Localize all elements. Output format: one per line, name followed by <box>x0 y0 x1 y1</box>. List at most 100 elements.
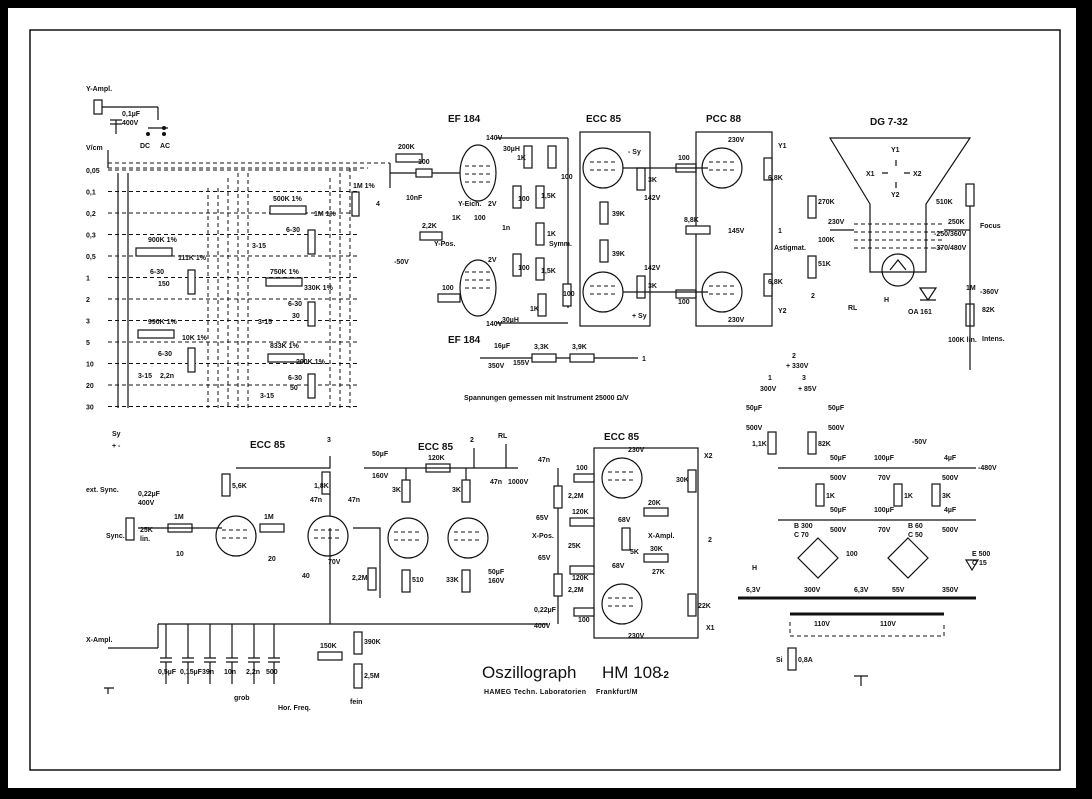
sync-plus-minus: + - <box>112 443 121 450</box>
sync-c47n-a: 47n <box>310 497 322 504</box>
attenuator-step-2[interactable]: 0,2 <box>86 211 96 218</box>
xa-n2: 2 <box>708 537 712 544</box>
sync-pot[interactable] <box>125 517 135 541</box>
sync-c10: 10 <box>176 551 184 558</box>
sync-r5-6k: 5,6K <box>232 483 247 490</box>
tube-ecc85-tb-b <box>447 517 489 559</box>
ya-v140a: 140V <box>486 135 503 142</box>
ya-r3-9k: 3,9K <box>572 344 587 351</box>
ps-b60: B 60 <box>908 523 923 530</box>
ps-fuse-val: 0,8A <box>798 657 813 664</box>
x-ampl-pot[interactable] <box>621 527 631 551</box>
crt-rl: RL <box>848 305 858 312</box>
horiz-cap-2: 39n <box>202 669 214 676</box>
ya-r100f: 100 <box>563 291 575 298</box>
tb-c50uf-b: 50µF <box>488 569 505 576</box>
xa-x-ampl[interactable]: X-Ampl. <box>648 533 675 540</box>
ya-v350: 350V <box>488 363 505 370</box>
ps-c50uf-a: 50µF <box>746 405 763 412</box>
att-c315d: 3-15 <box>260 393 274 400</box>
ya-minus50: -50V <box>394 259 409 266</box>
ya-r100b: 100 <box>561 174 573 181</box>
input-cap-v: 400V <box>122 120 139 127</box>
ps-r3k: 3K <box>942 493 951 500</box>
tb-n2: 2 <box>470 437 474 444</box>
attenuator-step-5[interactable]: 1 <box>86 276 90 283</box>
crt-x1: X1 <box>866 171 875 178</box>
ps-c70: C 70 <box>794 532 809 539</box>
attenuator-step-9[interactable]: 10 <box>86 362 94 369</box>
ps-c500v-b: 500V <box>828 425 845 432</box>
ya-r100a: 100 <box>418 159 430 166</box>
attenuator-step-11[interactable]: 30 <box>86 405 94 412</box>
ps-c15: C 15 <box>972 560 987 567</box>
crt-astigmat[interactable]: Astigmat. <box>774 245 806 252</box>
attenuator-step-1[interactable]: 0,1 <box>86 190 96 197</box>
crt-focus[interactable]: Focus <box>980 223 1001 230</box>
ya-y-pos[interactable]: Y-Pos. <box>434 241 455 248</box>
pcc-v230b: 230V <box>728 317 745 324</box>
att-c630d: 6-30 <box>158 351 172 358</box>
horiz-fein[interactable]: fein <box>350 699 362 706</box>
title-model: HM 108 <box>602 663 662 682</box>
horiz-cap-symbol <box>268 624 280 684</box>
ps-r100: 100 <box>846 551 858 558</box>
attenuator-step-8[interactable]: 5 <box>86 340 90 347</box>
attenuator-step-10[interactable]: 20 <box>86 383 94 390</box>
ps-v110b: 110V <box>880 621 896 628</box>
tube-crt: DG 7-32 <box>870 117 908 128</box>
pre-r3k-b: 3K <box>648 283 657 290</box>
attenuator-step-7[interactable]: 3 <box>86 319 90 326</box>
horiz-cap-symbol <box>160 624 172 684</box>
xa-x-pos[interactable]: X-Pos. <box>532 533 554 540</box>
ps-v85: + 85V <box>798 386 817 393</box>
ps-n3: 3 <box>802 375 806 382</box>
dc-label: DC <box>140 143 150 150</box>
sync-r1-8k: 1,8K <box>314 483 329 490</box>
ps-c4uf-a: 4µF <box>944 455 957 462</box>
horiz-r150k: 150K <box>320 643 337 650</box>
tube-pcc88-top <box>701 147 743 189</box>
ps-fuse: Si <box>776 657 783 664</box>
sync-r25k: 25K <box>140 527 153 534</box>
tube-ef184-bottom-envelope <box>459 259 497 317</box>
crt-r100k-lin: 100K lin. <box>948 337 977 344</box>
ya-v155: 155V <box>513 360 530 367</box>
xa-r2-2m-b: 2,2M <box>568 587 584 594</box>
pre-r39k-b: 39K <box>612 251 625 258</box>
y-input-jack[interactable] <box>93 99 103 115</box>
ps-b300: B 300 <box>794 523 813 530</box>
attenuator-step-3[interactable]: 0,3 <box>86 233 96 240</box>
attenuator-step-4[interactable]: 0,5 <box>86 254 96 261</box>
attenuator-step-6[interactable]: 2 <box>86 297 90 304</box>
pre-minus-sy: - Sy <box>628 149 641 156</box>
ps-v55: 55V <box>892 587 905 594</box>
att-r200k: 200K 1% <box>296 359 326 366</box>
ya-l30uh-b: 30µH <box>502 317 519 324</box>
ps-v6-3b: 6,3V <box>854 587 869 594</box>
att-c50: 50 <box>290 385 298 392</box>
attenuator-step-0[interactable]: 0,05 <box>86 168 100 175</box>
att-r900k: 900K 1% <box>148 237 178 244</box>
ps-r1k-b: 1K <box>904 493 913 500</box>
ya-r1k-b: 1K <box>452 215 461 222</box>
tube-ecc85-sync: ECC 85 <box>250 440 285 451</box>
xa-c022: 0,22µF <box>534 607 557 614</box>
horiz-grob[interactable]: grob <box>234 695 250 702</box>
ya-symm[interactable]: Symm. <box>549 241 572 248</box>
attenuator-switch[interactable] <box>108 162 391 408</box>
fein-pot[interactable] <box>353 663 363 689</box>
att-r1m: 1M 1% <box>314 211 337 218</box>
ya-r100d: 100 <box>518 265 530 272</box>
att-r750k: 750K 1% <box>270 269 300 276</box>
xa-v68a: 68V <box>618 517 631 524</box>
horiz-cap-symbol <box>182 624 194 684</box>
tube-ecc85-sync-b <box>307 515 349 557</box>
sync-label[interactable]: Sync. <box>106 533 125 540</box>
pre-r100-a: 100 <box>678 155 690 162</box>
ya-r2-2k: 2,2K <box>422 223 437 230</box>
crt-r82k: 82K <box>982 307 995 314</box>
xa-r2-2m-a: 2,2M <box>568 493 584 500</box>
crt-intens[interactable]: Intens. <box>982 336 1005 343</box>
